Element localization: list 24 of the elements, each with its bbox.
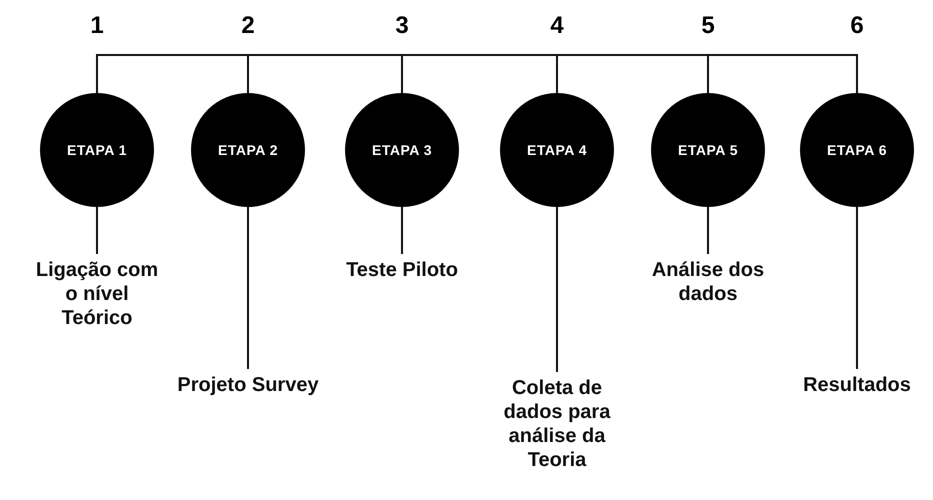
step-number: 3 — [394, 12, 410, 40]
step-number: 2 — [240, 12, 256, 40]
step-circle: ETAPA 2 — [191, 93, 305, 207]
step-number: 5 — [700, 12, 716, 40]
step-description: Teste Piloto — [322, 258, 482, 282]
connector-line — [247, 207, 249, 369]
step-number: 6 — [849, 12, 865, 40]
step-description: Análise dos dados — [633, 258, 783, 306]
step-circle: ETAPA 1 — [40, 93, 154, 207]
step-number: 1 — [89, 12, 105, 40]
step-circle: ETAPA 3 — [345, 93, 459, 207]
step-description: Coleta de dados para análise da Teoria — [500, 376, 614, 472]
connector-line — [856, 207, 858, 369]
step-description: Resultados — [777, 373, 933, 397]
step-number: 4 — [549, 12, 565, 40]
step-circle: ETAPA 4 — [500, 93, 614, 207]
connector-line — [707, 207, 709, 254]
step-circle: ETAPA 6 — [800, 93, 914, 207]
connector-line — [96, 207, 98, 254]
step-circle: ETAPA 5 — [651, 93, 765, 207]
connector-line — [556, 207, 558, 372]
step-description: Projeto Survey — [153, 373, 343, 397]
connector-line — [401, 207, 403, 254]
step-description: Ligação com o nível Teórico — [32, 258, 162, 330]
